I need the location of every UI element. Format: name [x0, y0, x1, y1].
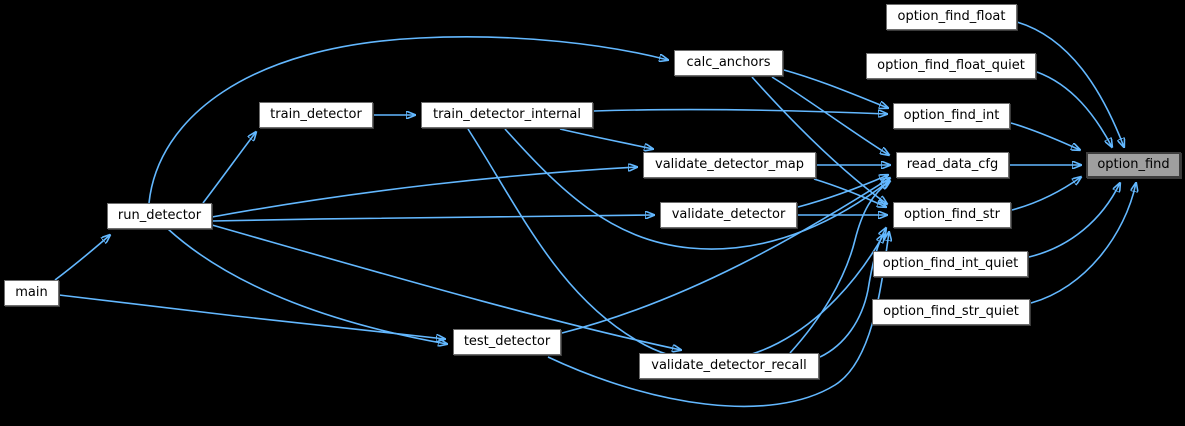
node-option_find_int_quiet[interactable]: option_find_int_quiet: [873, 251, 1028, 277]
edge-run_detector-to-validate_detector_map: [211, 167, 637, 218]
edge-run_detector-to-calc_anchors: [148, 36, 668, 204]
edge-option_find_int-to-option_find: [1010, 122, 1080, 150]
node-calc_anchors[interactable]: calc_anchors: [674, 50, 783, 76]
edge-run_detector-to-train_detector: [202, 132, 256, 204]
edge-test_detector-to-read_data_cfg: [561, 178, 890, 334]
node-validate_detector[interactable]: validate_detector: [660, 202, 797, 228]
node-train_detector[interactable]: train_detector: [259, 102, 373, 128]
node-validate_detector_recall[interactable]: validate_detector_recall: [639, 353, 819, 379]
node-option_find_float_quiet[interactable]: option_find_float_quiet: [866, 53, 1036, 79]
edge-validate_detector_recall-to-read_data_cfg: [789, 181, 890, 354]
edge-train_detector_internal-to-option_find_str: [467, 128, 884, 362]
node-test_detector[interactable]: test_detector: [453, 329, 561, 355]
node-option_find_str_quiet[interactable]: option_find_str_quiet: [872, 299, 1030, 325]
edge-main-to-run_detector: [54, 235, 110, 281]
node-run_detector[interactable]: run_detector: [107, 203, 212, 229]
node-option_find_int[interactable]: option_find_int: [893, 103, 1010, 129]
node-option_find-highlighted[interactable]: option_find: [1086, 152, 1181, 178]
edge-option_find_float_quiet-to-option_find: [1036, 71, 1112, 147]
edge-validate_detector_recall-to-option_find_str: [819, 228, 886, 358]
node-read_data_cfg[interactable]: read_data_cfg: [896, 152, 1009, 178]
edge-calc_anchors-to-option_find_int: [783, 69, 888, 108]
edge-calc_anchors-to-option_find_str: [751, 76, 887, 204]
edge-train_detector_internal-to-read_data_cfg: [504, 128, 889, 250]
edge-test_detector-to-option_find_str: [547, 232, 889, 408]
edge-train_detector_internal-to-validate_detector_map: [559, 128, 653, 149]
edge-train_detector_internal-to-option_find_int: [593, 108, 887, 114]
edge-run_detector-to-test_detector: [167, 228, 447, 344]
edge-calc_anchors-to-read_data_cfg: [771, 76, 889, 155]
edge-run_detector-to-validate_detector_recall: [211, 224, 681, 350]
edge-run_detector-to-validate_detector: [211, 215, 654, 222]
node-train_detector_internal[interactable]: train_detector_internal: [421, 102, 593, 128]
edge-validate_detector_map-to-option_find_str: [813, 178, 886, 207]
node-option_find_str[interactable]: option_find_str: [893, 202, 1011, 228]
node-validate_detector_map[interactable]: validate_detector_map: [643, 152, 816, 178]
edge-validate_detector-to-read_data_cfg: [797, 175, 888, 208]
edge-option_find_float-to-option_find: [1016, 21, 1124, 147]
node-main[interactable]: main: [4, 280, 59, 306]
edge-option_find_int_quiet-to-option_find: [1028, 183, 1120, 258]
edge-option_find_str_quiet-to-option_find: [1030, 183, 1136, 304]
edge-option_find_str-to-option_find: [1011, 177, 1081, 211]
node-option_find_float[interactable]: option_find_float: [886, 4, 1017, 30]
